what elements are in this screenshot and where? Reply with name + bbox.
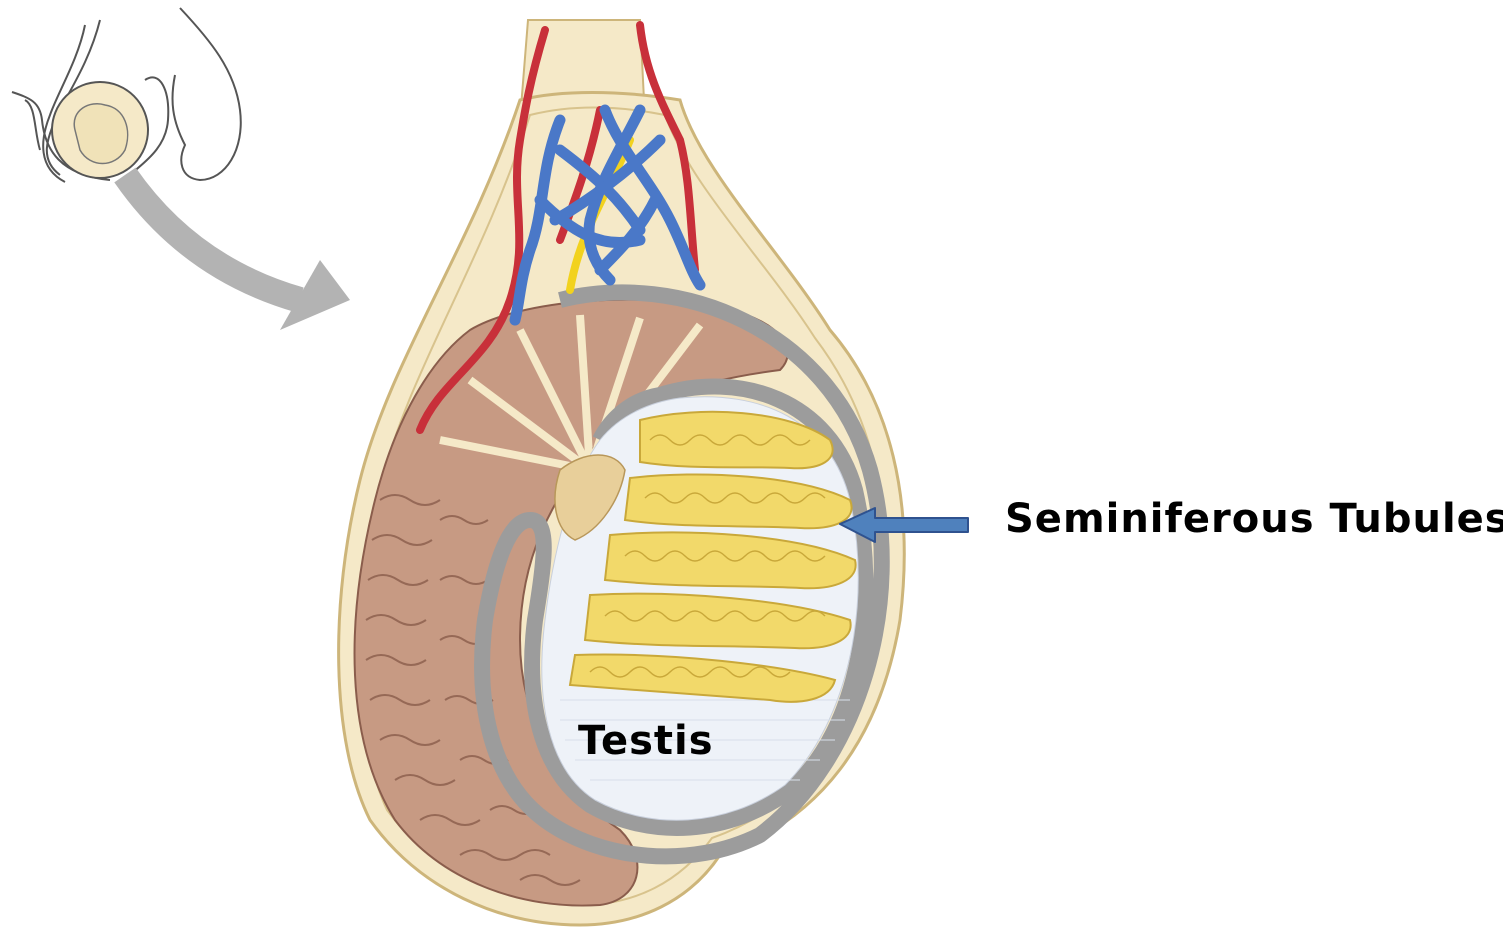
curved-arrow-icon bbox=[125, 175, 350, 330]
testis-label: Testis bbox=[578, 718, 714, 764]
seminiferous-tubules-label: Seminiferous Tubules bbox=[1005, 496, 1503, 542]
body-outline-icon bbox=[12, 8, 241, 182]
